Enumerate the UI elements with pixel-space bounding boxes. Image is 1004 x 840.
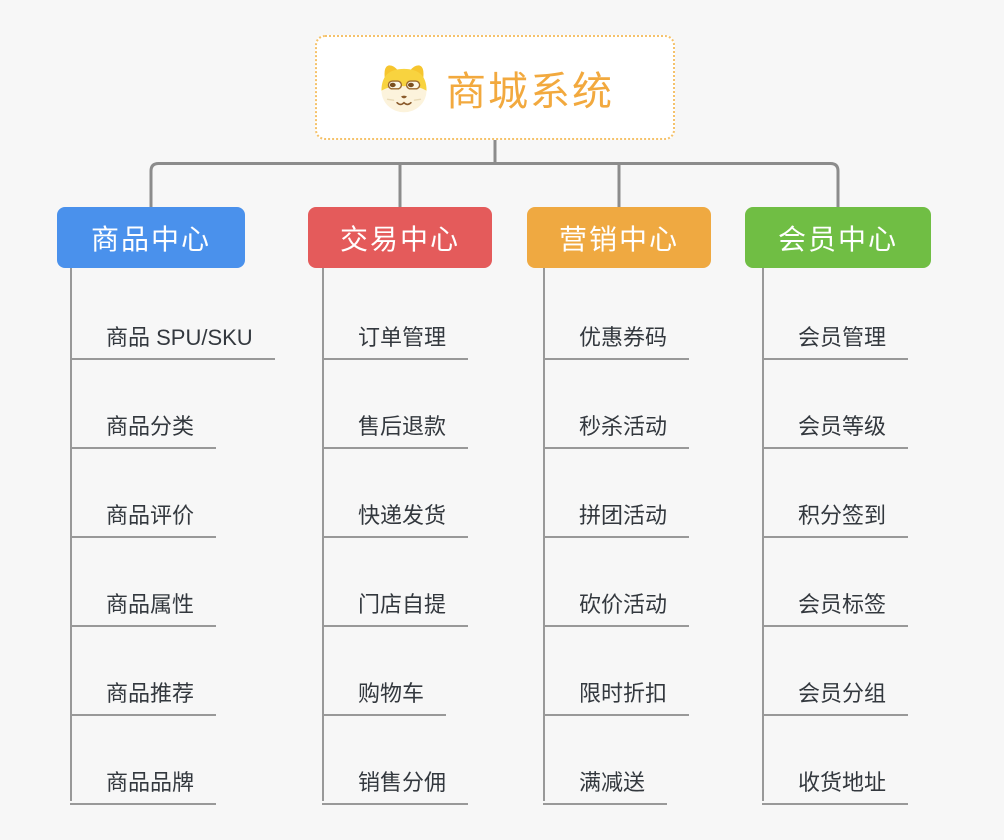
leaf-node[interactable]: 快递发货 <box>322 492 469 538</box>
leaf-node[interactable]: 优惠券码 <box>543 314 690 360</box>
leaf-node[interactable]: 订单管理 <box>322 314 469 360</box>
leaf-node[interactable]: 门店自提 <box>322 581 469 627</box>
branch-node-product-center[interactable]: 商品中心 <box>57 207 245 268</box>
leaf-node[interactable]: 拼团活动 <box>543 492 690 538</box>
leaf-node[interactable]: 商品评价 <box>70 492 217 538</box>
branch-label: 营销中心 <box>558 223 679 255</box>
leaf-node[interactable]: 销售分佣 <box>322 759 469 805</box>
branch-drop-line <box>543 268 545 801</box>
branch-drop-line <box>762 268 764 801</box>
branch-drop-line <box>70 268 72 801</box>
branch-node-marketing-center[interactable]: 营销中心 <box>527 207 711 268</box>
leaf-node[interactable]: 收货地址 <box>762 759 909 805</box>
root-node-label: 商城系统 <box>446 69 614 114</box>
leaf-node[interactable]: 商品品牌 <box>70 759 217 805</box>
branch-label: 交易中心 <box>339 223 460 255</box>
leaf-node[interactable]: 满减送 <box>543 759 668 805</box>
root-node-mall-system[interactable]: 商城系统 <box>315 35 675 140</box>
branch-drop-line <box>322 268 324 801</box>
leaf-node[interactable]: 会员等级 <box>762 403 909 449</box>
dog-face-icon <box>381 64 427 112</box>
branch-label: 会员中心 <box>777 223 898 255</box>
leaf-node[interactable]: 限时折扣 <box>543 670 690 716</box>
leaf-node[interactable]: 积分签到 <box>762 492 909 538</box>
leaf-node[interactable]: 会员分组 <box>762 670 909 716</box>
leaf-node[interactable]: 砍价活动 <box>543 581 690 627</box>
leaf-node[interactable]: 秒杀活动 <box>543 403 690 449</box>
leaf-node[interactable]: 商品推荐 <box>70 670 217 716</box>
leaf-node[interactable]: 商品 SPU/SKU <box>70 314 275 360</box>
leaf-node[interactable]: 会员标签 <box>762 581 909 627</box>
branch-node-member-center[interactable]: 会员中心 <box>745 207 931 268</box>
leaf-node[interactable]: 商品属性 <box>70 581 217 627</box>
leaf-node[interactable]: 购物车 <box>322 670 447 716</box>
branch-node-trade-center[interactable]: 交易中心 <box>308 207 492 268</box>
branch-label: 商品中心 <box>90 223 211 255</box>
leaf-node[interactable]: 售后退款 <box>322 403 469 449</box>
leaf-node[interactable]: 会员管理 <box>762 314 909 360</box>
leaf-node[interactable]: 商品分类 <box>70 403 217 449</box>
